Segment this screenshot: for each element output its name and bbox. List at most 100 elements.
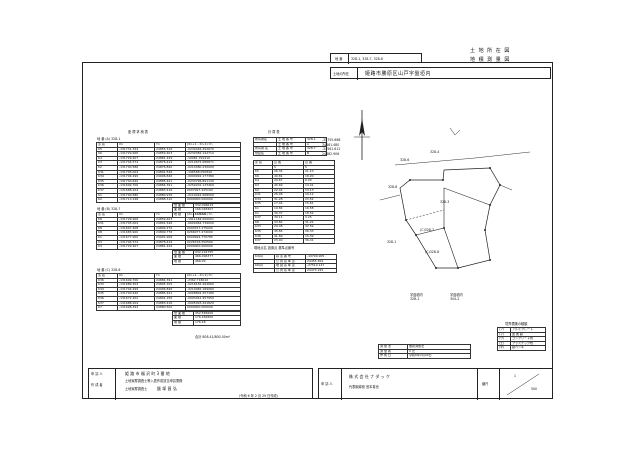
table-cell: 36.41 — [303, 238, 335, 244]
plan-label-bottom-right: 字盤垣内 304-2 — [450, 293, 463, 301]
table-cell: -131713.248 — [117, 197, 155, 203]
section-head: 地 番 (B) 328-7 — [97, 207, 121, 211]
lot-numbers: 328-1, 328-7, 328-8 — [351, 57, 383, 61]
creation-date: (令和 6 年 2 月 29 日作成) — [239, 394, 278, 398]
table-cell: 24880.500 — [154, 305, 186, 311]
site-plan — [354, 110, 531, 269]
table-cell: (オ) — [497, 345, 511, 351]
area-total: 合計 808.41/800.00m² — [195, 335, 231, 339]
table-cell: K4 — [96, 244, 118, 250]
plan-label-bottom-left: 字盤垣内 328-1 — [410, 293, 423, 301]
surveyor-label: 作 成 者 — [91, 383, 103, 387]
plan-label-328-1: (C)328-8 — [425, 250, 439, 254]
scale-numerator: 1 — [514, 374, 517, 378]
table-cell: K7 — [96, 305, 118, 311]
table-cell: 466.09 — [193, 259, 241, 265]
location-value: 姫路市勝原区山戸字盤垣内 — [365, 71, 432, 77]
table-cell: 公 共 基 準 点 — [274, 267, 306, 274]
scale-denominator: 500 — [531, 387, 538, 391]
ref-value: 34461.480 — [322, 142, 340, 147]
location-label: 土地の所在 — [333, 72, 349, 76]
company-name: 株 式 会 社 ナ ダ ッ ク — [349, 374, 390, 379]
plan-label-328-3: 328-3 — [440, 200, 450, 204]
title-block: 土 地 所 在 図 地 積 測 量 図 — [470, 48, 510, 63]
table-cell: -131698.394 — [117, 305, 155, 311]
scale-divider — [506, 373, 540, 396]
table-cell: 登記名 — [253, 150, 277, 157]
table-cell: 0000000.000000 — [185, 305, 241, 311]
plan-label-328-7: (C)328-7 — [420, 228, 434, 232]
location-box: 土地の所在 姫路市勝原区山戸字盤垣内 — [330, 67, 551, 80]
footer-left-box: 申 請 人 作 成 者 姫 路 市 福 沢 町 3 番 地 土地家屋調査士等入居… — [88, 368, 313, 400]
plan-label-road: 328-4 — [430, 150, 440, 154]
plan-label-328-1-left: 328-1 — [387, 240, 397, 244]
left-calc-title: 座 標 求 積 表 — [128, 130, 148, 134]
table-cell: 23.00 — [272, 238, 304, 244]
company-label: 申 請 人 — [321, 382, 333, 386]
table-row: (オ)鉄ペンキ — [497, 345, 546, 351]
section-head: 地 番 (C) 328-8 — [97, 268, 121, 272]
representative: 代表取締役 宮本真也 — [349, 385, 379, 389]
table-cell: B — [305, 150, 327, 157]
table-cell: 0000000.000000 — [185, 244, 241, 250]
ref-value: 24882.906 — [322, 151, 340, 156]
plan-label-328-8: 328-8 — [388, 185, 398, 189]
surveyor-title: 土地家屋調査士 — [125, 387, 148, 391]
title-line1: 土 地 所 在 図 — [470, 48, 511, 54]
table-cell: 鉄ペンキ — [510, 345, 546, 351]
table-cell: 作 成 日 — [378, 353, 408, 359]
table-cell: 24881.429 — [154, 244, 186, 250]
mid-calc-title: 計 算 表 — [268, 130, 280, 134]
mid-lower-title: 現地点名 設置点 基準点番号 — [254, 246, 295, 250]
table-cell: 24473.195 — [305, 267, 337, 274]
lot-label: 地 番 — [335, 57, 343, 61]
section-head: 地 番 (A) 328-1 — [97, 137, 121, 141]
legend-table: (ア)アルミプレート(イ)金 属 鋲(ウ)コンクリート杭(エ)プラスチック杭(オ… — [497, 327, 546, 351]
table-cell: 176.28 — [193, 320, 241, 326]
table-cell: 地 積 — [172, 320, 194, 326]
table-cell: 令和6年2月29日 — [407, 353, 471, 359]
surveyor-name: 飯 塚 昌 弘 — [157, 386, 177, 391]
footer-right-box: 申 請 人 株 式 会 社 ナ ダ ッ ク 代表取締役 宮本真也 縮尺 1 50… — [318, 368, 553, 400]
table-cell: 24888.310 — [154, 197, 186, 203]
drawing-frame — [82, 62, 553, 399]
legend-title: 境界標識の種類 — [505, 322, 528, 326]
title-line2: 地 積 測 量 図 — [470, 57, 511, 63]
applicant-label: 申 請 人 — [91, 372, 103, 376]
ref-value: -34561.612 — [322, 147, 341, 152]
plan-label-328-6: 328-6 — [400, 158, 410, 162]
north-arrow-icon — [354, 110, 370, 160]
ref-value: -35755.668 — [322, 138, 341, 142]
applicant-address: 姫 路 市 福 沢 町 3 番 地 — [125, 371, 170, 376]
table-cell: K37 — [253, 238, 273, 244]
table-cell: 地 積 — [172, 259, 194, 265]
applicant-address-note: 土地家屋調査士等入居作成該当申請業務 — [125, 379, 183, 383]
table-cell: 0000000.000000 — [185, 197, 241, 203]
sheet-label: 縮尺 — [482, 382, 489, 386]
table-cell: 土 地 番 号 — [276, 150, 306, 157]
table-cell: K2 — [96, 197, 118, 203]
table-row: 作 成 日令和6年2月29日 — [378, 353, 471, 359]
table-cell: -131729.407 — [117, 244, 155, 250]
